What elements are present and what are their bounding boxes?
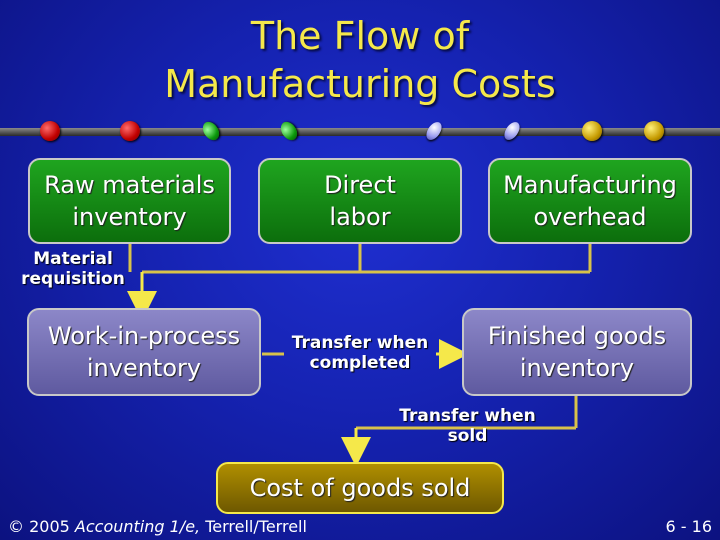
red-bead-icon	[120, 121, 140, 141]
gold-bead-icon	[644, 121, 664, 141]
page-number: 6 - 16	[665, 517, 712, 536]
title-line-2: Manufacturing Costs	[164, 62, 556, 106]
finished-goods-line-2: inventory	[519, 354, 635, 382]
direct-labor-line-1: Direct	[324, 171, 396, 199]
material-requisition-label: Material requisition	[10, 249, 136, 289]
gold-bead-icon	[582, 121, 602, 141]
footer-credit: © 2005 Accounting 1/e, Terrell/Terrell	[8, 517, 307, 536]
transfer-when-sold-label: Transfer when sold	[385, 406, 550, 446]
raw-materials-line-2: inventory	[72, 203, 187, 231]
transfer-completed-line-2: completed	[309, 353, 411, 373]
transfer-sold-line-2: sold	[447, 426, 488, 446]
overhead-line-1: Manufacturing	[503, 171, 677, 199]
raw-materials-line-1: Raw materials	[44, 171, 215, 199]
copyright-text: © 2005	[8, 517, 70, 536]
authors-text: Terrell/Terrell	[205, 517, 307, 536]
finished-goods-box: Finished goods inventory	[462, 308, 692, 396]
red-bead-icon	[40, 121, 60, 141]
transfer-when-completed-label: Transfer when completed	[280, 333, 440, 373]
slide-title: The Flow of Manufacturing Costs	[0, 12, 720, 108]
transfer-sold-line-1: Transfer when	[399, 406, 536, 426]
title-line-1: The Flow of	[250, 14, 470, 58]
cost-of-goods-sold-box: Cost of goods sold	[216, 462, 504, 514]
overhead-line-2: overhead	[533, 203, 647, 231]
work-in-process-box: Work-in-process inventory	[27, 308, 261, 396]
wip-line-1: Work-in-process	[47, 322, 241, 350]
direct-labor-line-2: labor	[329, 203, 391, 231]
direct-labor-box: Direct labor	[258, 158, 462, 244]
overhead-box: Manufacturing overhead	[488, 158, 692, 244]
wip-line-2: inventory	[86, 354, 202, 382]
finished-goods-line-1: Finished goods	[487, 322, 667, 350]
book-title: Accounting 1/e,	[74, 517, 201, 536]
cogs-label: Cost of goods sold	[249, 474, 471, 502]
decorative-rule	[0, 128, 720, 136]
transfer-completed-line-1: Transfer when	[291, 333, 429, 353]
raw-materials-box: Raw materials inventory	[28, 158, 231, 244]
material-requisition-line-2: requisition	[21, 269, 125, 289]
material-requisition-line-1: Material	[33, 249, 113, 269]
